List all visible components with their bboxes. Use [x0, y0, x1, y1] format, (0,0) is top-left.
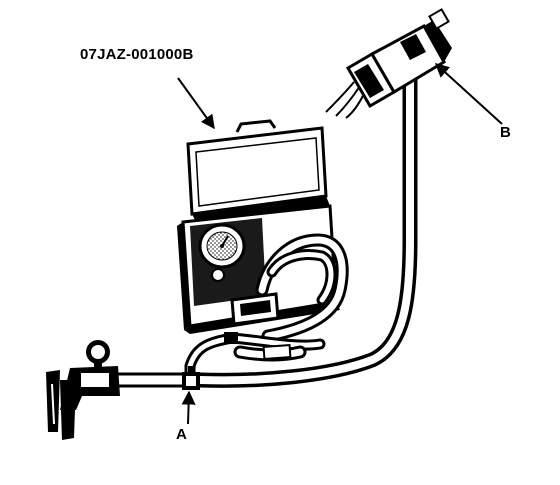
lid-hinge-edge: [192, 196, 330, 222]
callout-b-label: B: [500, 124, 511, 141]
vacuum-pump-icon: [46, 340, 120, 440]
case-body-side: [177, 222, 190, 330]
callout-a-label: A: [176, 426, 187, 443]
tester-case: [177, 119, 340, 334]
case-latch-icon: [230, 292, 280, 326]
leader-b: [434, 63, 503, 125]
case-lid-inner: [195, 137, 320, 207]
part-number-label: 07JAZ-001000B: [80, 46, 194, 63]
hoses: [110, 60, 418, 388]
lid-handle: [235, 119, 277, 133]
leader-part-number: [177, 77, 215, 130]
tee-fitting: [182, 366, 200, 390]
hose-band: [262, 344, 292, 360]
leader-a: [181, 390, 196, 425]
release-knob: [211, 268, 225, 282]
pressure-gauge-icon: [198, 223, 246, 269]
connector-icon: [325, 8, 452, 119]
hose-fitting: [224, 332, 238, 344]
